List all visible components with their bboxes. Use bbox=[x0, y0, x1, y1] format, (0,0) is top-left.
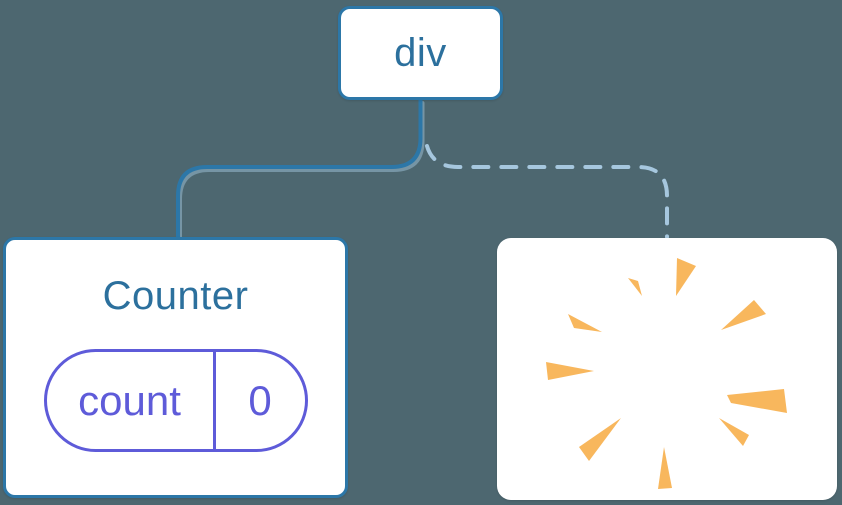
burst-ray bbox=[721, 300, 766, 330]
burst-ray bbox=[727, 389, 787, 413]
solid-connector bbox=[176, 98, 423, 240]
root-node-div: div bbox=[338, 6, 503, 100]
counter-node-title: Counter bbox=[102, 274, 249, 318]
root-node-label: div bbox=[394, 30, 447, 75]
burst-ray bbox=[579, 418, 621, 461]
burst-ray bbox=[546, 362, 594, 380]
state-pill: count 0 bbox=[43, 349, 308, 452]
removed-node bbox=[497, 238, 837, 500]
state-pill-value: 0 bbox=[248, 376, 272, 424]
burst-ray bbox=[676, 258, 696, 296]
poof-burst-rays bbox=[546, 258, 787, 489]
state-pill-name: count bbox=[47, 352, 216, 449]
solid-connector-shadow bbox=[178, 101, 425, 243]
burst-ray bbox=[719, 418, 749, 446]
counter-node: Counter count 0 bbox=[3, 237, 348, 498]
burst-ray bbox=[568, 314, 602, 332]
poof-burst-icon bbox=[546, 258, 787, 489]
burst-ray bbox=[628, 278, 642, 296]
burst-ray bbox=[658, 447, 672, 489]
dashed-connector bbox=[425, 144, 669, 239]
